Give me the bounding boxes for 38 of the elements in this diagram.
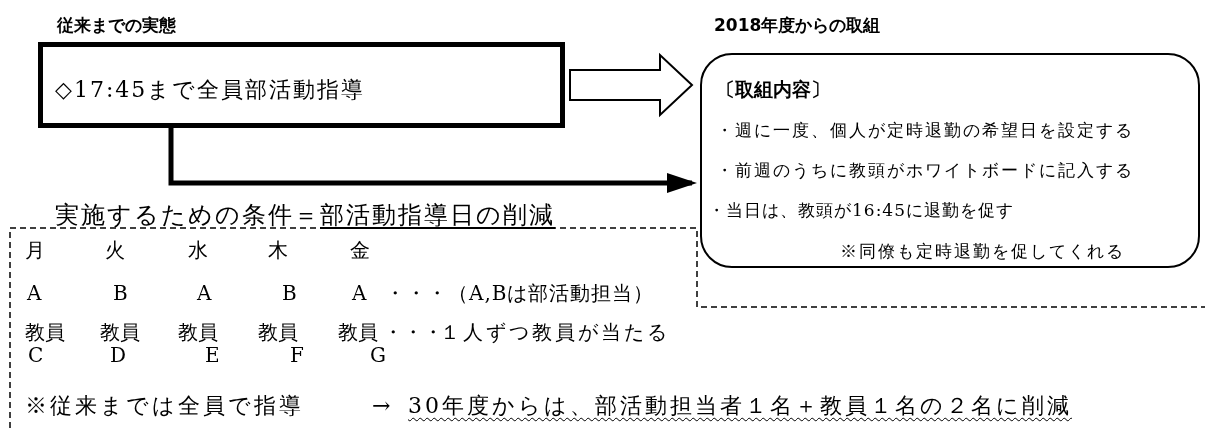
section-heading: 従来までの実態 [57, 14, 176, 37]
result-text: 30年度からは、部活動担当者１名＋教員１名の２名に削減 [408, 395, 1072, 417]
staff-letter: B [282, 283, 297, 303]
note-text: ※従来までは全員で指導 [25, 395, 304, 417]
staff-letter: A [352, 283, 367, 303]
note-text: ※同僚も定時退勤を促してくれる [840, 240, 1125, 263]
teacher-label: 教員 [178, 322, 218, 342]
teacher-label: 教員 [100, 322, 140, 342]
teacher-letter: G [370, 345, 386, 365]
staff-letter: B [113, 283, 128, 303]
block-arrow [569, 52, 694, 118]
teacher-letter: D [110, 345, 127, 365]
arrow-text: → [372, 395, 391, 417]
box-heading: 〔取組内容〕 [716, 77, 830, 102]
teacher-label: 教員 [258, 322, 298, 342]
ellipsis-text: ・・・ [383, 322, 443, 342]
bullet-text: ・当日は、教頭が16:45に退勤を促す [708, 199, 1014, 222]
note-text: １人ずつ教員が当たる [440, 322, 670, 342]
teacher-label: 教員 [25, 322, 65, 342]
staff-letter: A [197, 283, 212, 303]
weekday-label: 木 [268, 240, 288, 260]
note-text: ・・・（A,Bは部活動担当） [385, 283, 655, 303]
box-text: ◇17:45まで全員部活動指導 [55, 76, 366, 104]
teacher-letter: F [290, 345, 304, 365]
elbow-arrow [168, 128, 697, 193]
teacher-label: 教員 [338, 322, 378, 342]
bullet-text: ・前週のうちに教頭がホワイトボードに記入する [716, 159, 1134, 182]
teacher-letter: C [28, 345, 44, 365]
weekday-label: 水 [188, 240, 208, 260]
weekday-label: 月 [25, 240, 45, 260]
section-heading: 実施するための条件＝ [55, 200, 320, 231]
weekday-label: 火 [105, 240, 125, 260]
section-heading: 2018年度からの取組 [714, 14, 881, 37]
bullet-text: ・週に一度、個人が定時退勤の希望日を設定する [716, 119, 1134, 142]
weekday-label: 金 [350, 240, 370, 260]
teacher-letter: E [205, 345, 220, 365]
underlined-heading: 部活動指導日の削減 [320, 200, 555, 231]
staff-letter: A [27, 283, 42, 303]
